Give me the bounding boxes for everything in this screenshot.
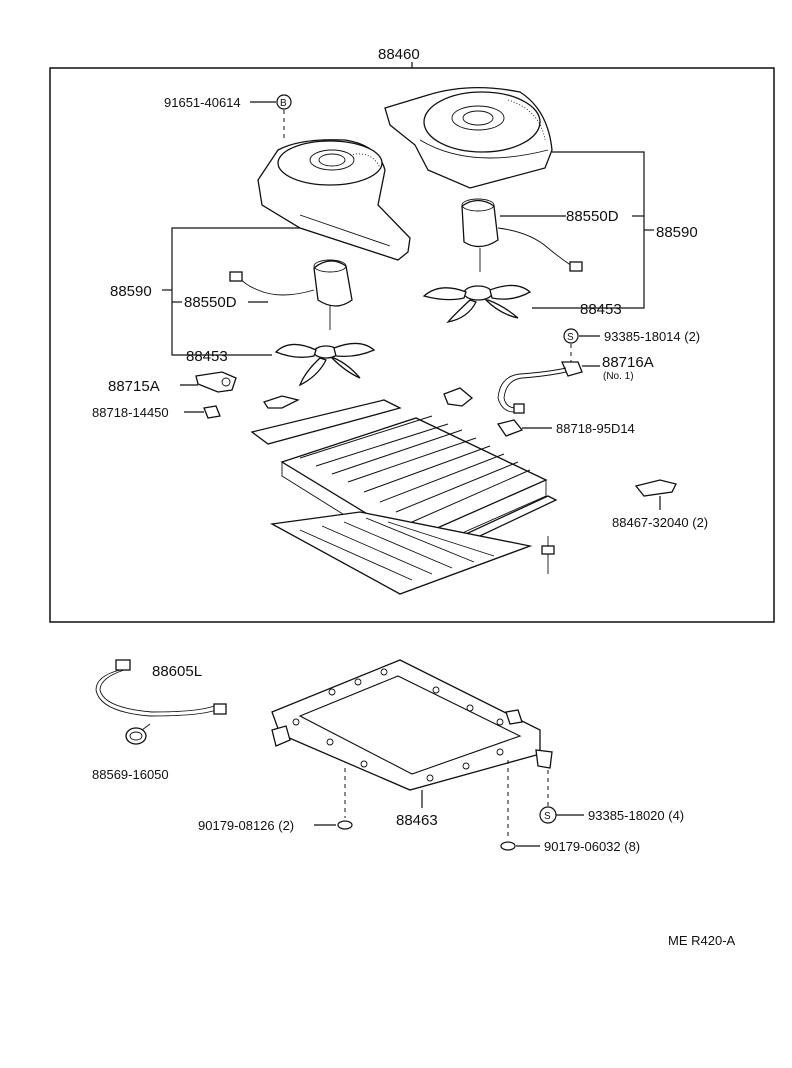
callout-motor-left: 88550D <box>184 294 237 311</box>
callout-screw-s2: 93385-18020 (4) <box>588 808 684 823</box>
figure-code: ME R420-A <box>668 933 736 948</box>
blower-motor-right-icon <box>461 198 583 272</box>
bracket-small-right-icon <box>634 479 677 497</box>
blower-housing-left-icon <box>257 139 411 261</box>
bracket-small-left-icon <box>262 395 300 409</box>
nut-right-icon <box>500 841 516 851</box>
screw-s-upper-icon <box>563 328 579 344</box>
callout-fan-right: 88453 <box>580 301 622 318</box>
screw-b-icon <box>276 94 292 110</box>
callout-nut-left: 90179-08126 (2) <box>198 818 294 833</box>
assembly-label: 88460 <box>378 46 420 63</box>
fan-blade-left-icon <box>274 342 376 387</box>
callout-clip-left-a: 88715A <box>108 378 160 395</box>
clip-left-icon <box>195 371 237 419</box>
callout-harness-a-note: (No. 1) <box>603 371 634 382</box>
screw-b-mark: B <box>280 98 287 109</box>
callout-clip-right: 88718-95D14 <box>556 421 635 436</box>
drain-pan-icon <box>269 511 533 595</box>
nut-left-icon <box>337 820 353 830</box>
screw-s-upper-mark: S <box>567 332 574 343</box>
callout-screw-s1: 93385-18014 (2) <box>604 329 700 344</box>
fan-blade-right-icon <box>422 284 532 324</box>
callout-harness-a: 88716A <box>602 354 654 371</box>
screw-s-lower-mark: S <box>544 811 551 822</box>
clamp-icon <box>125 723 151 745</box>
callout-fan-left: 88453 <box>186 348 228 365</box>
callout-motor-right: 88550D <box>566 208 619 225</box>
callout-frame: 88463 <box>396 812 438 829</box>
bracket-small-mid-icon <box>443 387 474 407</box>
callout-blower-left: 88590 <box>110 283 152 300</box>
blower-motor-left-icon <box>229 259 353 330</box>
clip-right-icon <box>496 419 524 437</box>
callout-blower-right: 88590 <box>656 224 698 241</box>
callout-clip-left-b: 88718-14450 <box>92 405 169 420</box>
bolt-icon <box>541 536 555 574</box>
wire-harness-upper-icon <box>497 361 583 414</box>
callout-screw-upper: 91651-40614 <box>164 95 241 110</box>
wire-harness-lower-icon <box>95 659 227 717</box>
callout-bracket-small: 88467-32040 (2) <box>612 515 708 530</box>
mounting-frame-icon <box>271 659 553 791</box>
callout-nut-right: 90179-06032 (8) <box>544 839 640 854</box>
callout-harness-lower: 88605L <box>152 663 202 680</box>
callout-clamp: 88569-16050 <box>92 767 169 782</box>
blower-housing-right-icon <box>384 87 553 189</box>
